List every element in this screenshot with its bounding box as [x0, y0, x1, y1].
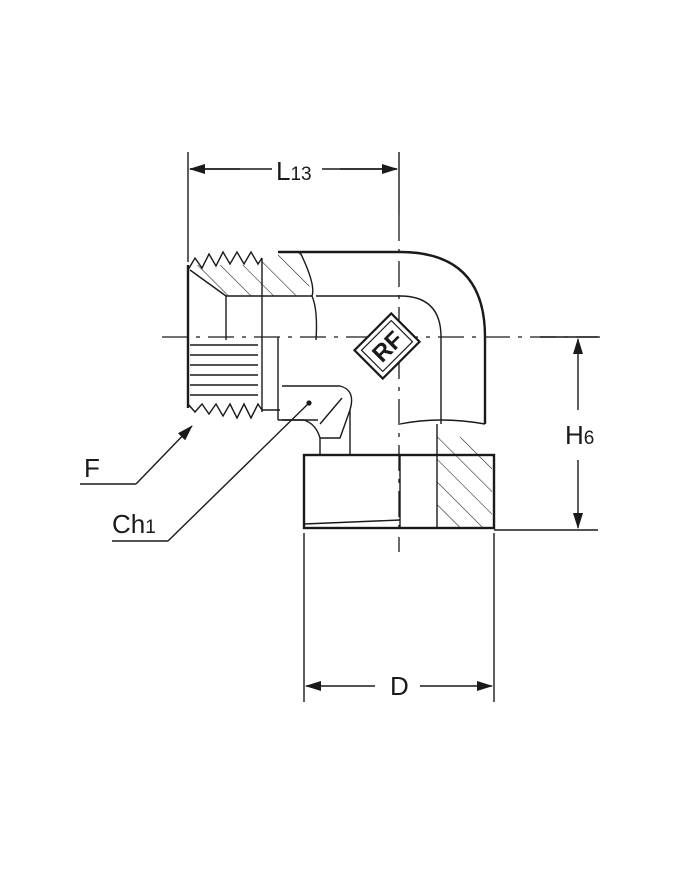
f-label: F [84, 453, 100, 483]
rf-logo: RF [352, 311, 422, 381]
dimension-l13: L13 [187, 152, 400, 262]
lower-thread-teeth [187, 402, 263, 420]
drilled-passage [282, 385, 353, 439]
port-housing [302, 453, 496, 530]
inner-bend [316, 295, 442, 424]
lower-section-hatch [437, 424, 492, 528]
hatched-sections [190, 252, 492, 528]
dimension-h6: H6 [494, 336, 598, 531]
elbow-body [277, 250, 487, 528]
dimension-d: D [303, 533, 495, 702]
female-port [302, 453, 496, 530]
upper-section-hatch [190, 252, 312, 296]
thread-lines [190, 344, 258, 396]
ch1-leader-diagonal [167, 402, 310, 542]
h6-label: H6 [565, 420, 594, 450]
upper-thread-teeth [187, 250, 263, 271]
l13-label: L13 [276, 156, 312, 186]
passage-axis [319, 397, 343, 425]
d-label: D [390, 671, 409, 701]
f-leader-arrow [135, 425, 193, 485]
lower-inner-curve [399, 419, 486, 425]
outer-bend [278, 250, 487, 424]
counterbore-chamfer [189, 269, 227, 297]
callout-ch1: Ch1 [112, 402, 310, 542]
callout-f: F [80, 425, 193, 485]
thread-body [186, 250, 312, 420]
port-face-chamfer [303, 519, 401, 525]
upper-inner-curve [311, 295, 318, 341]
upper-neck-curve [299, 251, 314, 297]
ch1-label: Ch1 [112, 509, 156, 539]
